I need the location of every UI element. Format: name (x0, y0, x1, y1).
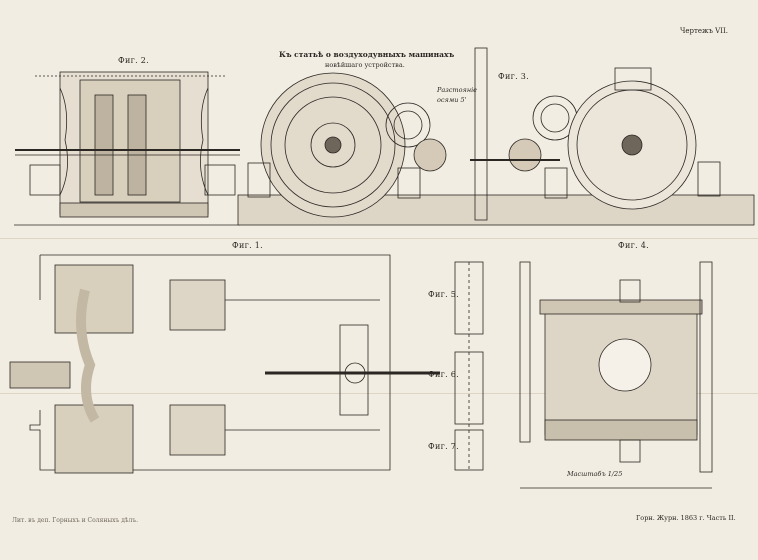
fig5-label: Фиг. 5. (428, 290, 459, 299)
fig7-label: Фиг. 7. (428, 442, 459, 451)
fig6-label: Фиг. 6. (428, 370, 459, 379)
scale-note: Масштабъ 1/25 (567, 470, 623, 478)
fig1-label: Фиг. 1. (232, 241, 263, 250)
footer-lithograph: Лит. въ деп. Горныхъ и Соляныхъ дѣлъ. (12, 517, 139, 524)
fig5-6-7-drawing (454, 261, 484, 471)
footer-journal: Горн. Журн. 1863 г. Часть II. (636, 514, 736, 522)
fig4-drawing (519, 261, 713, 489)
fig2-drawing (14, 71, 240, 226)
fig2-label: Фиг. 2. (118, 56, 149, 65)
fig4-label: Фиг. 4. (618, 241, 649, 250)
title-line-2: новѣйшаго устройства. (325, 61, 405, 69)
fig3-note-a: Разстояніе (437, 86, 478, 94)
title-line-1: Къ статьѣ о воздуходувныхъ машинахъ (279, 50, 455, 59)
fig1-drawing (9, 254, 440, 474)
fig3-note-b: осями 5' (437, 96, 467, 104)
fig3-label: Фиг. 3. (498, 72, 529, 81)
plate-label: Чертежъ VII. (680, 27, 728, 35)
fig3-drawing (237, 47, 755, 226)
fold-line (0, 393, 758, 394)
fold-line (0, 238, 758, 239)
